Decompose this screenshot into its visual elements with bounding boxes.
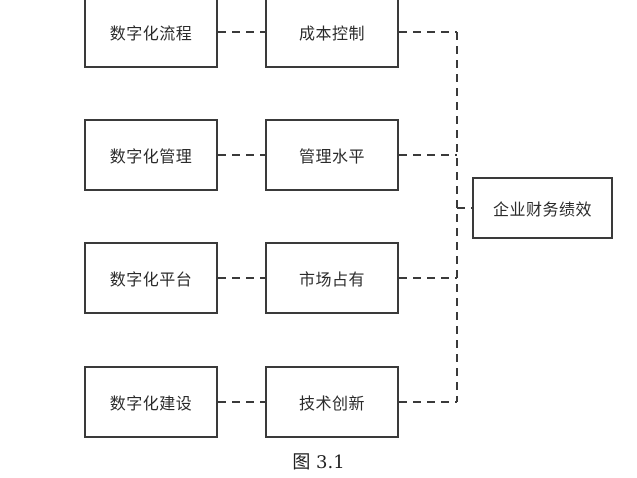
path-label-2: 管理水平 — [298, 147, 365, 166]
factor-box-1: 数字化流程 — [84, 0, 218, 68]
factor-box-2: 数字化管理 — [84, 119, 218, 191]
path-label-3: 市场占有 — [298, 270, 365, 289]
path-box-4: 技术创新 — [265, 366, 399, 438]
factor-box-4: 数字化建设 — [84, 366, 218, 438]
path-box-2: 管理水平 — [265, 119, 399, 191]
path-box-1: 成本控制 — [265, 0, 399, 68]
factor-label-2: 数字化管理 — [109, 147, 193, 166]
factor-label-1: 数字化流程 — [109, 24, 193, 43]
path-box-3: 市场占有 — [265, 242, 399, 314]
outcome-box: 企业财务绩效 — [472, 177, 613, 239]
factor-box-3: 数字化平台 — [84, 242, 218, 314]
factor-label-3: 数字化平台 — [109, 270, 193, 289]
path-label-4: 技术创新 — [298, 394, 365, 413]
figure-caption: 图 3.1 — [292, 452, 345, 473]
factor-label-4: 数字化建设 — [109, 394, 193, 413]
path-label-1: 成本控制 — [298, 24, 365, 43]
outcome-label: 企业财务绩效 — [492, 200, 592, 219]
